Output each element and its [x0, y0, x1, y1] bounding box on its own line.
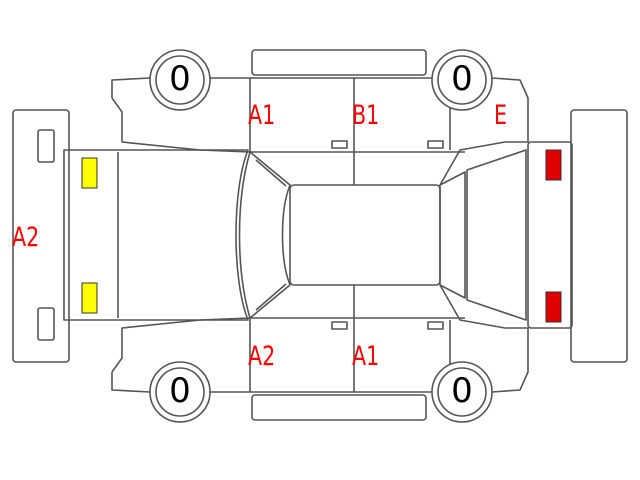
tire-front-right-label: 0 [169, 371, 191, 411]
left-front-door-handle [331, 140, 348, 149]
left-side-body [111, 77, 529, 186]
front-bumper-lamp-lower-frame [37, 307, 55, 341]
wheel-front-left [149, 49, 211, 111]
wheel-front-left-inner [155, 55, 205, 105]
trunk-frame [527, 141, 573, 329]
windshield-inner [255, 159, 287, 311]
tire-rear-right-label: 0 [451, 371, 473, 411]
rear-lamp-upper [545, 149, 562, 181]
damage-left-front-door: A1 [248, 100, 276, 131]
wheel-rear-left-inner [437, 55, 487, 105]
damage-right-rear-door: A1 [352, 341, 380, 372]
wheel-front-right-inner [155, 367, 205, 417]
right-side-step [251, 394, 427, 421]
front-lamp-lower [81, 282, 98, 314]
left-rear-door-handle [427, 140, 444, 149]
wheel-rear-right-inner [437, 367, 487, 417]
tire-front-left-label: 0 [169, 59, 191, 99]
tire-rear-left-label: 0 [451, 59, 473, 99]
damage-left-rear-quarter: E [494, 100, 508, 131]
damage-front-bumper: A2 [12, 222, 40, 253]
windshield-part [238, 151, 291, 319]
roof-part [289, 184, 441, 286]
front-bumper-lamp-upper-frame [37, 129, 55, 163]
right-side-body [111, 284, 529, 393]
rear-window-part [439, 171, 466, 299]
wheel-rear-right [431, 361, 493, 423]
wheel-front-right [149, 361, 211, 423]
wheel-rear-left [431, 49, 493, 111]
rear-lamp-lower [545, 291, 562, 323]
damage-right-front-door: A2 [248, 341, 276, 372]
damage-left-rear-door: B1 [352, 100, 380, 131]
left-side-step [251, 49, 427, 76]
rear-bumper-part [570, 109, 628, 363]
trunk-part [466, 149, 527, 321]
front-bumper-part [12, 109, 70, 363]
front-lamp-upper [81, 157, 98, 189]
right-front-door-handle [331, 321, 348, 330]
right-rear-door-handle [427, 321, 444, 330]
